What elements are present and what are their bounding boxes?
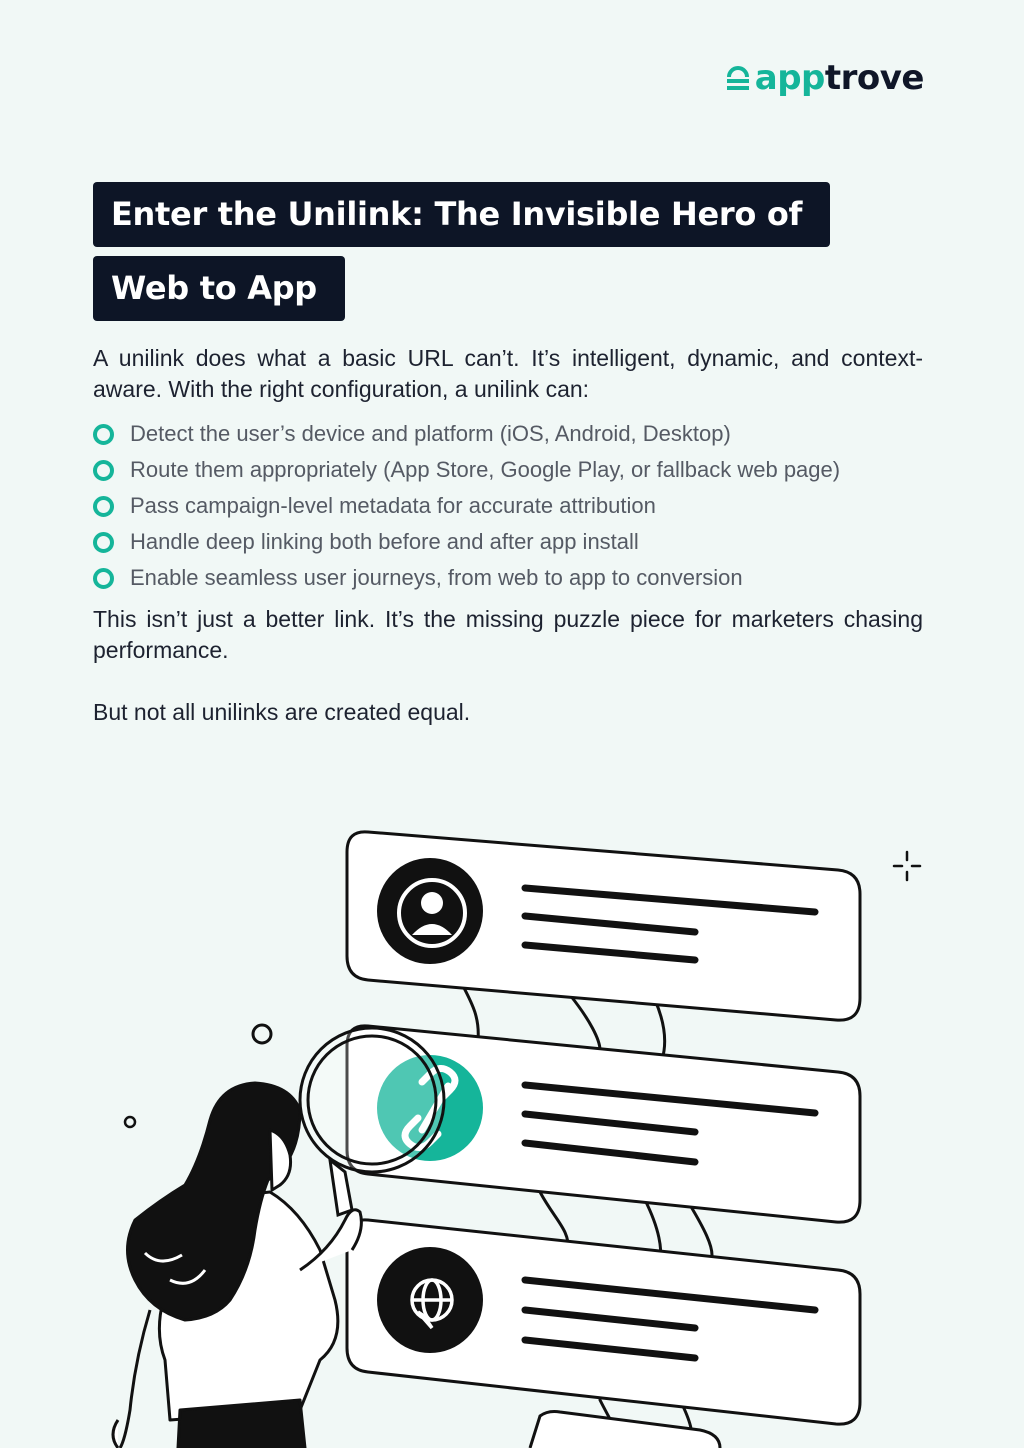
list-item: Enable seamless user journeys, from web … (93, 560, 953, 596)
closing-paragraph: But not all unilinks are created equal. (93, 699, 471, 725)
bullet-icon (93, 423, 114, 445)
list-item: Detect the user’s device and platform (i… (93, 416, 953, 452)
logo-text-app: app (754, 58, 826, 98)
magnifying-glass (298, 1026, 446, 1218)
decor-circle (251, 1023, 273, 1045)
profile-card (345, 830, 862, 1022)
title-line-2: Web to App (93, 256, 345, 321)
title-line-1: Enter the Unilink: The Invisible Hero of (93, 182, 831, 247)
intro-paragraph: A unilink does what a basic URL can’t. I… (93, 345, 923, 402)
globe-cursor-icon (410, 1278, 454, 1330)
feature-list: Detect the user’s device and platform (i… (93, 416, 953, 596)
unilink-illustration (111, 830, 922, 1448)
list-item: Route them appropriately (App Store, Goo… (93, 452, 953, 488)
decor-circle (123, 1115, 137, 1129)
sparkle-icon (892, 850, 922, 882)
page-title: Enter the Unilink: The Invisible Hero of… (93, 182, 831, 321)
connector (688, 1203, 714, 1257)
outro-paragraph: This isn’t just a better link. It’s the … (93, 606, 923, 663)
link-card (345, 1024, 862, 1224)
list-item: Pass campaign-level metadata for accurat… (93, 488, 953, 524)
woman-figure (111, 1081, 363, 1448)
web-card (345, 1218, 862, 1426)
logo-text-trove: trove (824, 58, 925, 98)
bullet-icon (93, 459, 114, 481)
bullet-icon (93, 495, 114, 517)
bullet-icon (93, 567, 114, 589)
connector (568, 993, 602, 1052)
list-item: Handle deep linking both before and afte… (93, 524, 953, 560)
connector (653, 998, 667, 1062)
bullet-icon (93, 531, 114, 553)
user-profile-icon (397, 878, 467, 948)
logo-mark-icon (726, 66, 749, 90)
